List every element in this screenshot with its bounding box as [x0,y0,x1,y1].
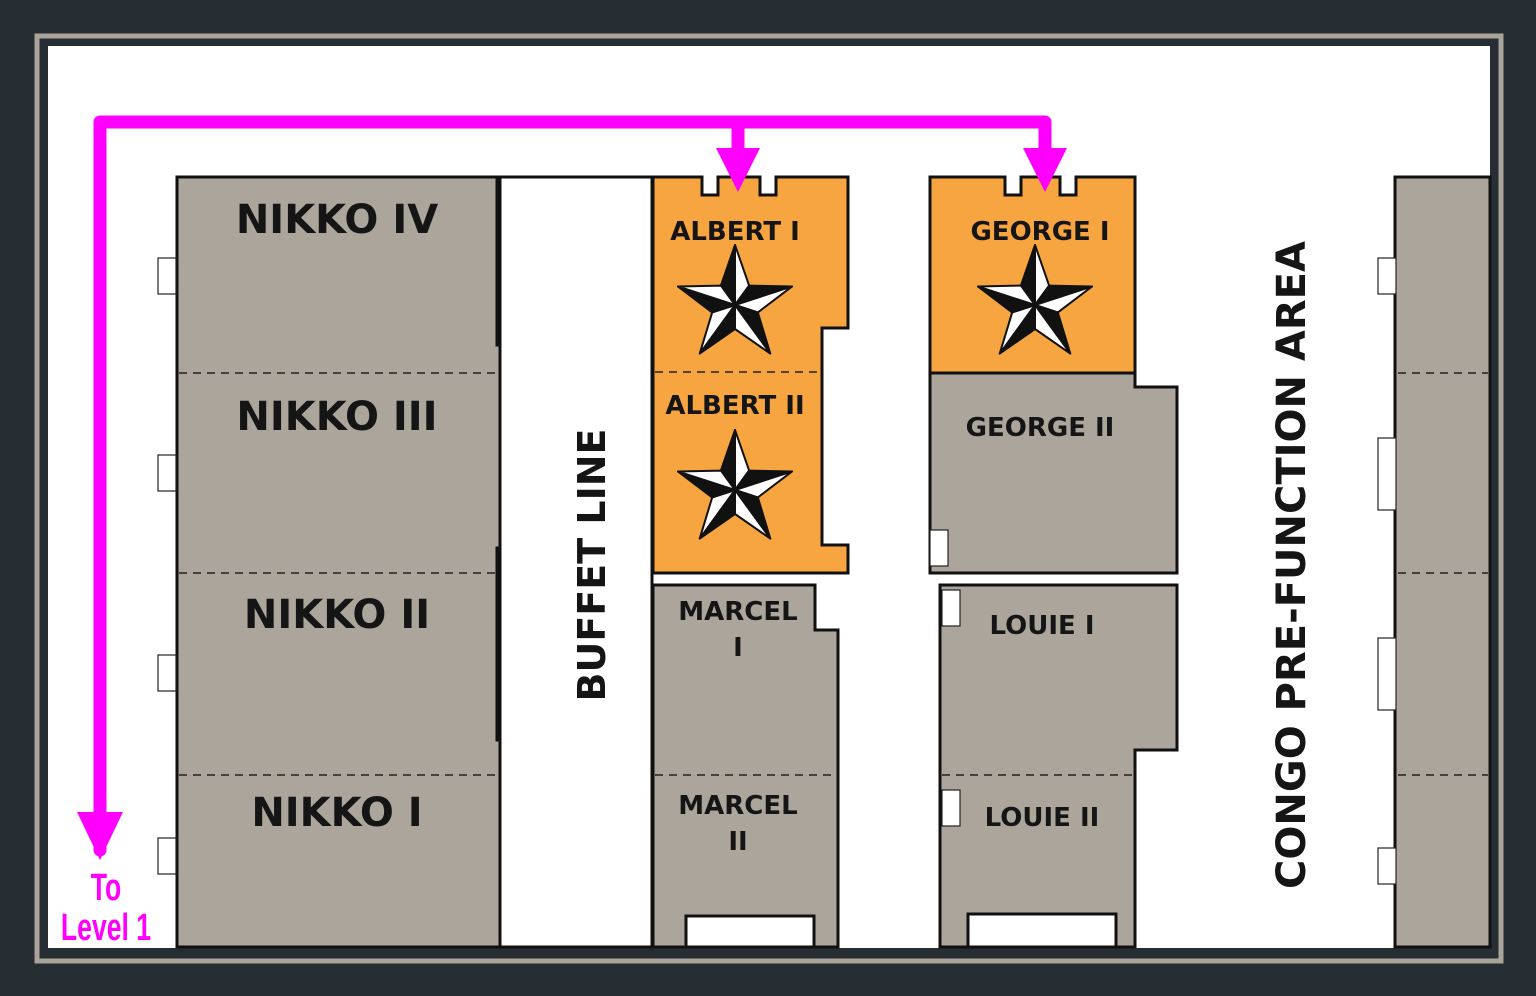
room-marcel[interactable] [651,583,840,949]
doors [157,257,1397,885]
louie-entry [966,912,1118,949]
george-block: GEORGE I GEORGE II [928,175,1179,575]
room-nikko[interactable] [175,175,520,949]
label-nikko-ii: NIKKO II [244,592,430,638]
label-marcel-ii: MARCEL [678,791,797,821]
label-marcel-i-num: I [733,633,743,663]
nautical-star-icon [676,429,794,540]
nautical-star-icon [676,244,794,355]
route-line [93,115,1052,857]
door-icon [941,589,961,627]
label-congo-pre-function: CONGO PRE-FUNCTION AREA [1269,241,1315,889]
directions-to: To [91,865,122,908]
door-icon [157,454,177,492]
label-buffet-line: BUFFET LINE [570,429,614,702]
room-louie[interactable] [938,583,1179,949]
label-nikko-i: NIKKO I [251,790,422,836]
label-marcel-ii-num: II [728,827,747,857]
nautical-star-icon [976,244,1094,355]
door-icon [941,789,961,827]
route-to-level-1: To Level 1 [61,115,1067,948]
label-albert-ii: ALBERT II [665,391,804,421]
door-icon [1377,637,1397,711]
label-louie-i: LOUIE I [989,611,1094,641]
label-marcel-i: MARCEL [678,597,797,627]
buffet-line-area [498,175,654,949]
marcel-entry [684,914,816,949]
louie-block: LOUIE I LOUIE II [938,583,1179,949]
arrow-down-icon [716,148,760,192]
arrow-down-icon [77,812,123,860]
star-facet [676,284,736,306]
label-george-i: GEORGE I [970,217,1109,247]
door-icon [157,257,177,295]
nikko-block: NIKKO IV NIKKO III NIKKO II NIKKO I [175,175,520,949]
door-icon [157,654,177,692]
marcel-block: MARCEL I MARCEL II [651,583,840,949]
arrow-down-icon [1023,148,1067,192]
label-louie-ii: LOUIE II [985,803,1100,833]
frame-border [34,33,1504,964]
label-george-ii: GEORGE II [966,413,1115,443]
label-nikko-iii: NIKKO III [236,394,437,440]
room-george-ii[interactable] [928,371,1179,575]
door-icon [1377,847,1397,885]
star-facet [976,284,1036,306]
door-icon [1377,437,1397,511]
albert-block: ALBERT I ALBERT II [651,175,850,575]
door-icon [1377,257,1397,295]
room-right-partial[interactable] [1393,175,1492,949]
directions-level-1: Level 1 [61,905,151,948]
star-facet [676,469,736,491]
right-block [1393,175,1492,949]
label-albert-i: ALBERT I [670,217,800,247]
door-icon [157,837,177,875]
label-nikko-iv: NIKKO IV [236,197,438,243]
door-icon [929,529,949,567]
